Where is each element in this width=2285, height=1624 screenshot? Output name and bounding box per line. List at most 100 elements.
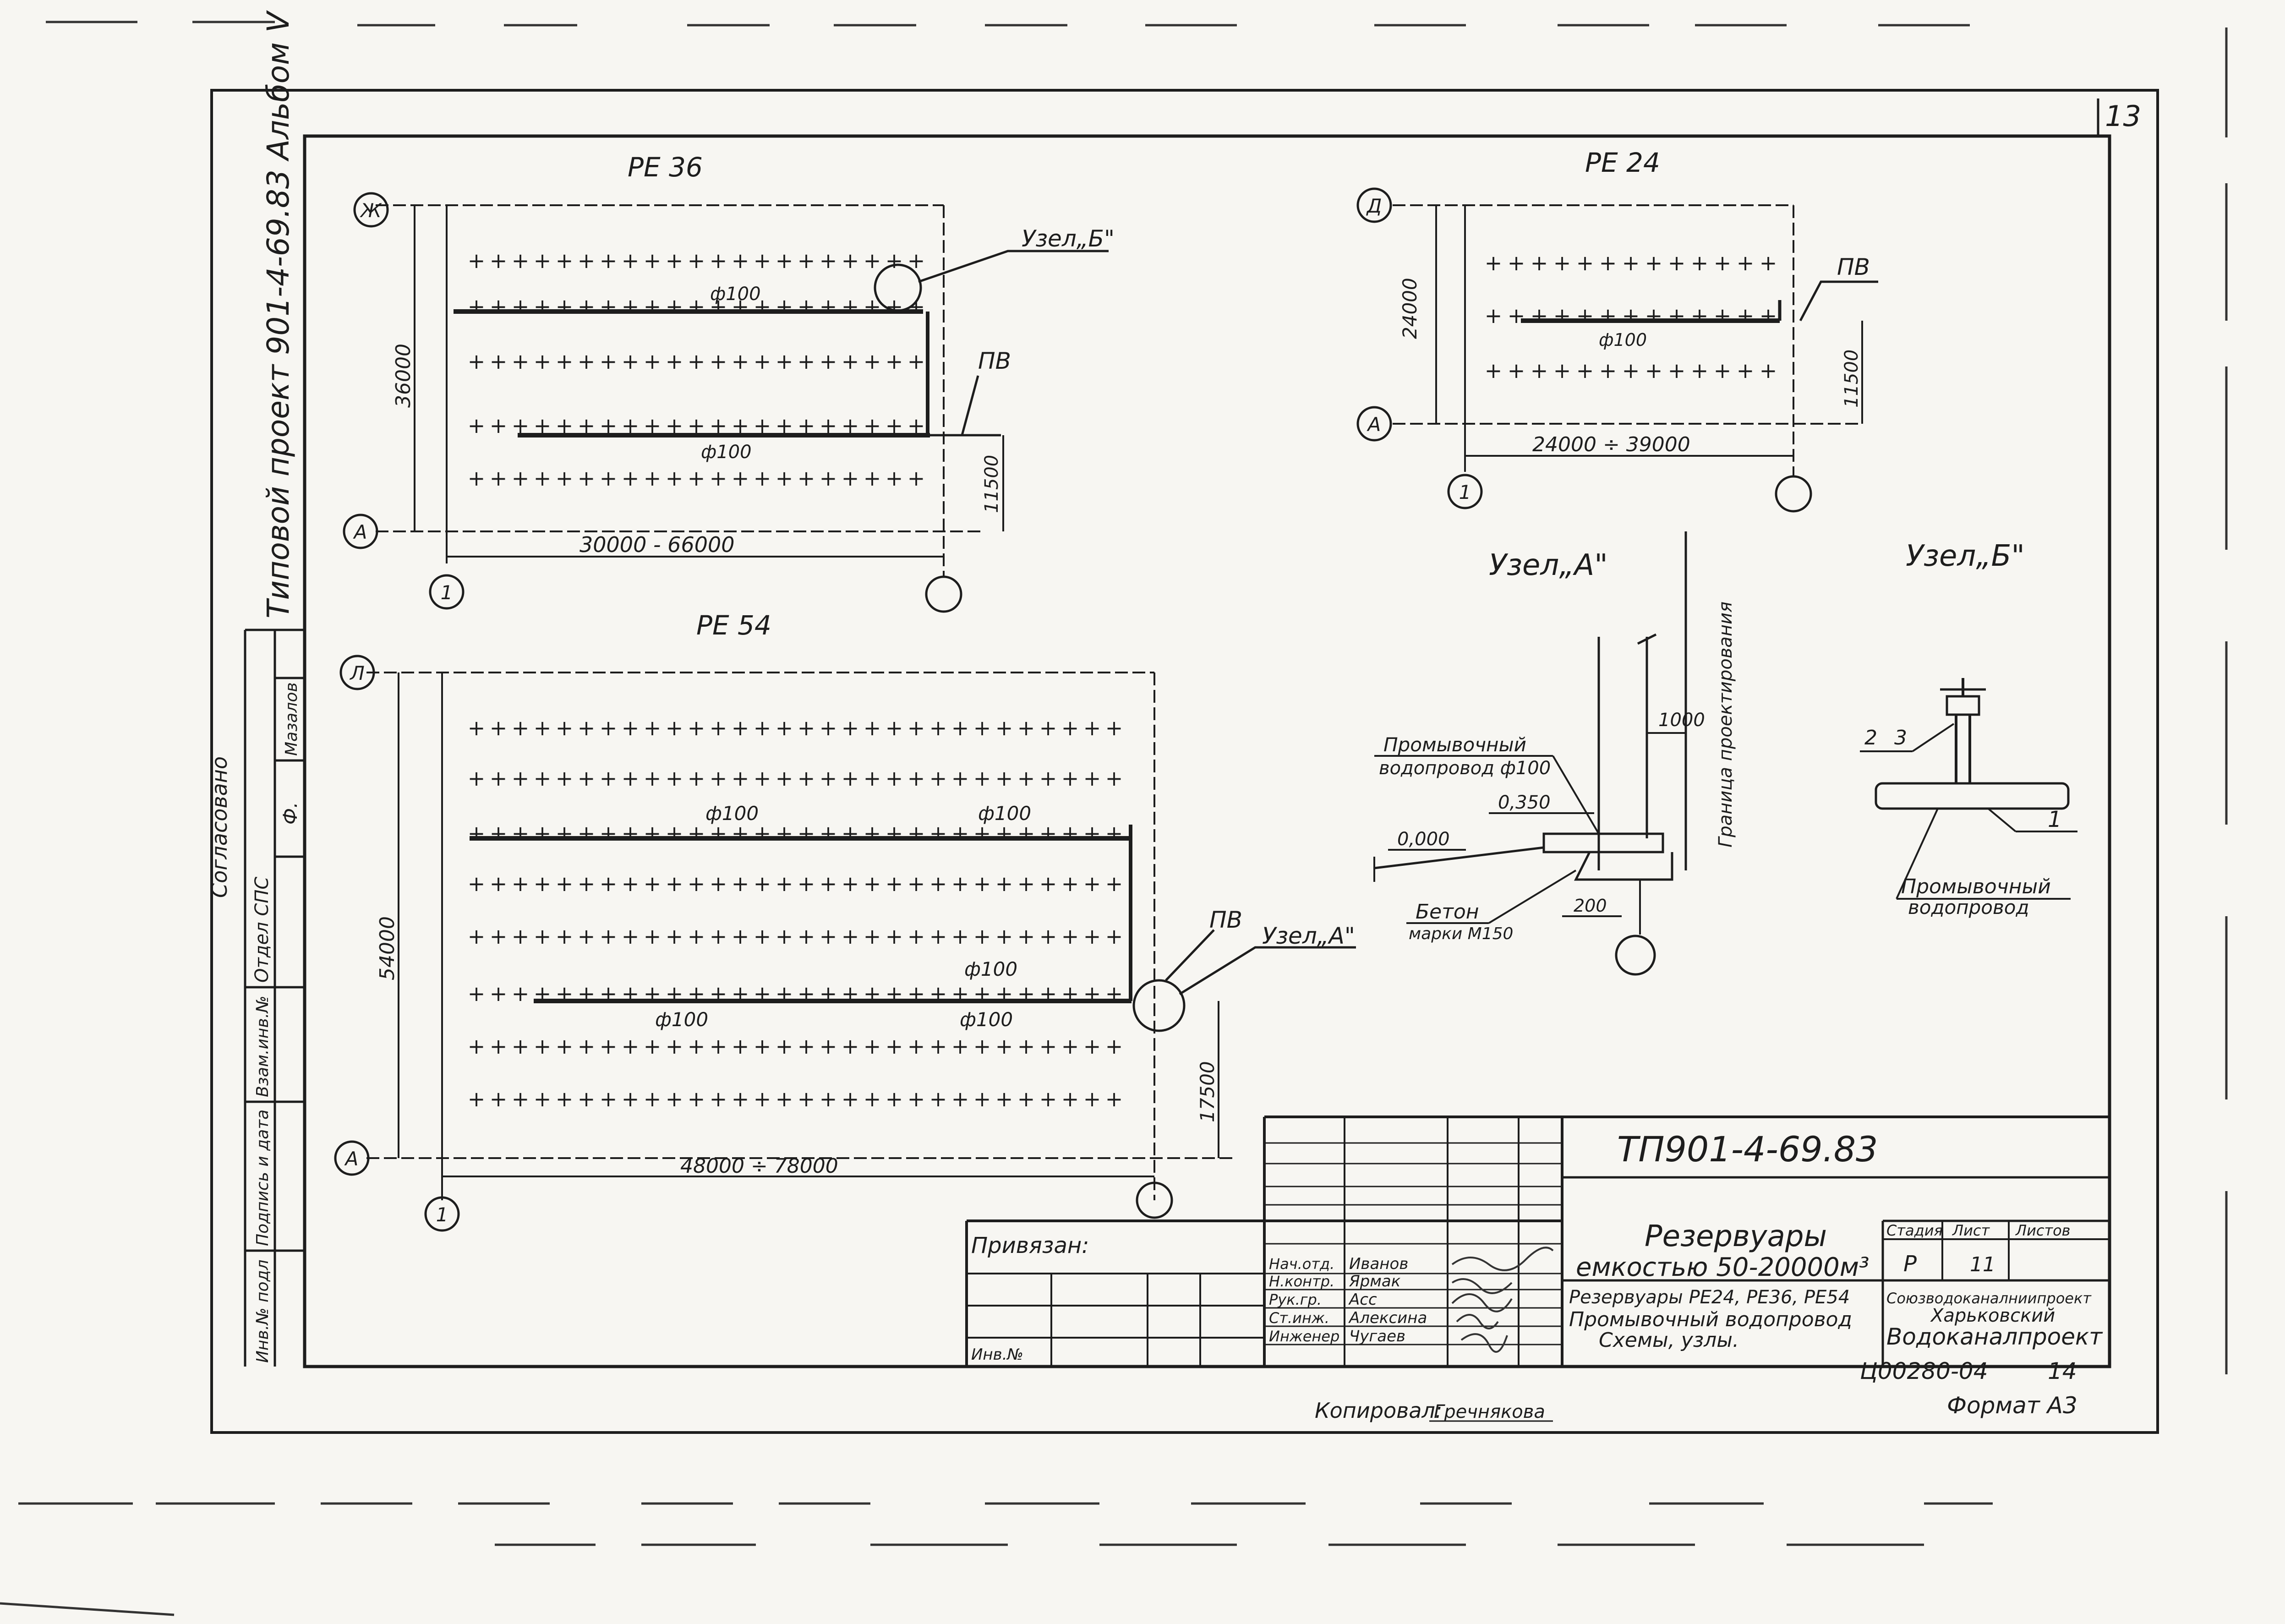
nozzle-mark: + xyxy=(820,1087,837,1111)
nozzle-mark: + xyxy=(973,871,991,896)
name-2: Асс xyxy=(1348,1290,1377,1309)
nozzle-mark: + xyxy=(1061,871,1079,896)
nozzle-mark: + xyxy=(512,766,530,791)
nozzle-mark: + xyxy=(710,766,727,791)
nozzle-mark: + xyxy=(688,349,705,374)
nozzle-mark: + xyxy=(842,924,859,949)
nozzle-mark: + xyxy=(864,1087,881,1111)
nozzle-mark: + xyxy=(886,924,903,949)
nozzle-mark: + xyxy=(1105,1087,1123,1111)
nozzle-mark: + xyxy=(644,871,661,896)
pe36-node-label: Узел„Б" xyxy=(1022,225,1115,252)
nozzle-mark: + xyxy=(600,294,618,319)
nozzle-mark: + xyxy=(710,716,727,740)
nozzle-mark: + xyxy=(1714,303,1732,328)
nozzle-mark: + xyxy=(951,766,969,791)
nozzle-mark: + xyxy=(798,821,815,846)
nozzle-mark: + xyxy=(732,1087,749,1111)
nozzle-mark: + xyxy=(622,821,640,846)
nozzle-mark: + xyxy=(951,924,969,949)
nozzle-mark: + xyxy=(886,766,903,791)
nozzle-mark: + xyxy=(907,1087,925,1111)
nozzle-mark: + xyxy=(995,1034,1013,1059)
nozzle-mark: + xyxy=(820,716,837,740)
nozzle-mark: + xyxy=(600,924,618,949)
nozzle-mark: + xyxy=(578,1034,596,1059)
nozzle-mark: + xyxy=(710,349,727,374)
nozzle-mark: + xyxy=(1039,766,1057,791)
nozzle-mark: + xyxy=(776,1087,793,1111)
nozzle-mark: + xyxy=(1645,303,1663,328)
nozzle-mark: + xyxy=(534,248,552,273)
nozzle-mark: + xyxy=(490,766,508,791)
nozzle-mark: + xyxy=(644,294,661,319)
nozzle-mark: + xyxy=(754,871,771,896)
stage-value: Р xyxy=(1903,1251,1917,1277)
nozzle-mark: + xyxy=(534,924,552,949)
nozzle-mark: + xyxy=(1039,924,1057,949)
nozzle-mark: + xyxy=(688,871,705,896)
nozzle-mark: + xyxy=(600,349,618,374)
nozzle-mark: + xyxy=(1645,251,1663,275)
nozzle-mark: + xyxy=(1061,924,1079,949)
nozzle-mark: + xyxy=(468,1087,486,1111)
nozzle-mark: + xyxy=(1760,251,1777,275)
nozzle-mark: + xyxy=(622,871,640,896)
node-a-title: Узел„А" xyxy=(1489,548,1608,582)
nozzle-mark: + xyxy=(578,248,596,273)
stage-header: Стадия xyxy=(1886,1222,1943,1239)
nozzle-mark: + xyxy=(1083,1087,1101,1111)
nozzle-mark: + xyxy=(1017,1034,1035,1059)
nozzle-mark: + xyxy=(468,981,486,1006)
nozzle-mark: + xyxy=(1017,871,1035,896)
pe24-pv: ПВ xyxy=(1837,254,1870,280)
nozzle-mark: + xyxy=(1668,358,1686,383)
nozzle-mark: + xyxy=(468,1034,486,1059)
nozzle-mark: + xyxy=(1760,303,1777,328)
inner-frame xyxy=(303,134,2111,1368)
plan-pe54: РЕ 54 ++++++++++++++++++++++++++++++++++… xyxy=(334,610,1356,1232)
nozzle-mark: + xyxy=(1599,303,1617,328)
margin-signature: Ф. xyxy=(279,802,301,825)
nozzle-mark: + xyxy=(754,466,771,491)
nozzle-mark: + xyxy=(754,924,771,949)
nozzle-mark: + xyxy=(688,466,705,491)
nozzle-mark: + xyxy=(710,871,727,896)
nozzle-mark: + xyxy=(842,716,859,740)
nozzle-mark: + xyxy=(1105,924,1123,949)
nozzle-mark: + xyxy=(886,466,903,491)
nozzle-mark: + xyxy=(732,924,749,949)
nozzle-mark: + xyxy=(907,924,925,949)
project-code: ТП901-4-69.83 xyxy=(1617,1129,1878,1170)
nozzle-mark: + xyxy=(688,766,705,791)
org-line-3: Водоканалпроект xyxy=(1886,1323,2103,1350)
nozzle-mark: + xyxy=(886,716,903,740)
sheet-title-3: Схемы, узлы. xyxy=(1599,1329,1739,1352)
nozzle-mark: + xyxy=(842,766,859,791)
nozzle-mark: + xyxy=(666,349,683,374)
node-b-callout-1: 1 xyxy=(2048,807,2062,832)
nozzle-mark: + xyxy=(512,294,530,319)
node-b-pipe-label-1: Промывочный xyxy=(1901,875,2051,898)
nozzle-mark: + xyxy=(732,766,749,791)
pe36-axis-left: 1 xyxy=(441,581,453,604)
sheet-title-1: Резервуары РЕ24, РЕ36, РЕ54 xyxy=(1569,1287,1850,1308)
nozzle-mark: + xyxy=(600,821,618,846)
pe36-axis-bottom: А xyxy=(353,521,367,543)
nozzle-mark: + xyxy=(534,294,552,319)
nozzle-mark: + xyxy=(907,821,925,846)
nozzle-mark: + xyxy=(1622,251,1640,275)
nozzle-mark: + xyxy=(951,821,969,846)
nozzle-mark: + xyxy=(490,248,508,273)
inv-no-label: Инв.№ xyxy=(971,1345,1023,1364)
nozzle-mark: + xyxy=(622,349,640,374)
sheet-header: Лист xyxy=(1952,1222,1990,1239)
pe54-pipe-lower-top: ф100 xyxy=(964,958,1017,980)
nozzle-mark: + xyxy=(1714,358,1732,383)
nozzle-mark: + xyxy=(710,821,727,846)
nozzle-mark: + xyxy=(864,248,881,273)
nozzle-mark: + xyxy=(798,766,815,791)
nozzle-mark: + xyxy=(512,466,530,491)
album-label: Типовой проект 901-4-69.83 Альбом V xyxy=(261,10,296,618)
nozzle-mark: + xyxy=(951,716,969,740)
